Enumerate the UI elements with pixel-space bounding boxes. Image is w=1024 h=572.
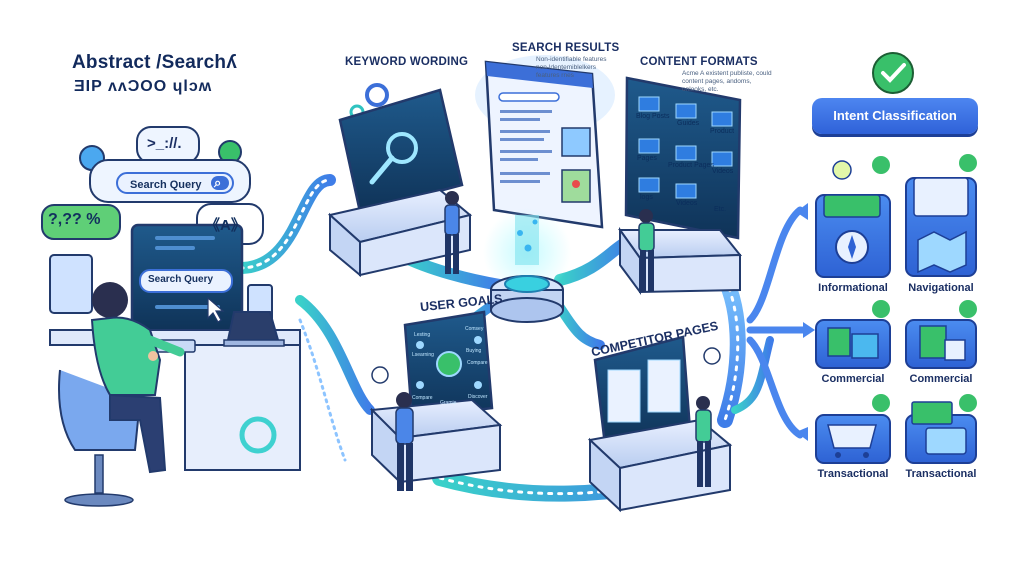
format-tile-label: Pages [637,155,657,162]
map-icon [917,230,967,274]
shopping-cart-icon [827,424,877,449]
check-icon [959,300,977,318]
intent-category-label: Navigational [908,282,974,294]
check-icon [872,394,890,412]
competitor-pages-station [587,335,733,513]
format-tile-label: Blog Posts [636,113,670,120]
search-results-caption: Non-identifiable features non-ldentemibl… [536,56,607,79]
format-tile-label: Product Pages [668,162,714,169]
content-formats-label: CONTENT FORMATS [640,56,758,68]
intent-card-transactional-2 [905,394,977,464]
goal-item: Discover [468,394,488,400]
check-icon [872,300,890,318]
goal-item: Gramie [440,400,457,406]
magnifier-icon [386,132,418,164]
lightbulb-icon [832,160,852,180]
credit-card-icon [925,427,967,455]
format-tile-label: Etc. [714,206,727,213]
check-icon [959,154,977,172]
format-tile-label: Product [710,128,735,135]
monitor-search-query: Search Query [148,274,214,285]
goal-item: Lsearning [412,352,434,358]
format-tile-label: Videos [712,168,734,175]
image-thumbnail-icon [561,127,591,157]
gear-icon [365,83,389,107]
intent-card-commercial-2 [905,300,977,369]
search-results-panel [475,55,615,323]
intent-category-label: Informational [818,282,888,294]
page-title: Abstract /Searchʎ [72,52,237,73]
code-bubble-text: >_://. [147,135,182,152]
goal-item: Buying [466,348,482,354]
money-icon [911,401,953,425]
intent-classification-button[interactable]: Intent Classification [812,98,978,134]
search-query-field[interactable]: Search Query [116,172,234,194]
goal-item: Compare [467,360,488,366]
ai-bubble-text: 《A》 [205,217,246,234]
search-icon[interactable] [211,172,229,194]
pipe-formats-down [712,262,746,428]
pipe-left-to-goals [295,295,375,415]
goal-item: Compare [412,395,433,401]
intent-arrows [746,203,815,441]
book-icon [823,194,881,218]
intent-grid [815,52,977,464]
cursor-icon [207,296,225,323]
intent-category-label: Transactional [905,468,977,480]
keyword-wording-station [327,83,473,278]
percent-tag-icon [944,339,966,361]
search-results-label: SEARCH RESULTS [512,42,620,54]
user-goals-station [369,310,503,491]
intent-card-commercial-1 [815,300,891,369]
shopping-bag-icon [827,327,851,357]
page-subtitle: ƎIP ʌʌƆOO ɥlɔʍ [74,78,213,95]
shopping-bag-icon [919,325,947,359]
goal-item: Comsey [465,326,484,332]
intent-card-transactional-1 [815,394,891,464]
user-desk-scene [49,223,301,507]
keyword-wording-label: KEYWORD WORDING [345,56,469,68]
glyph-bubble-text: ?,?? % [48,211,101,228]
target-icon [436,351,462,377]
intent-category-label: Commercial [909,373,973,385]
goal-item: Lesting [414,332,431,338]
format-tile-label: logs [640,194,653,201]
check-icon [872,156,890,174]
format-tile-label: Guides [677,120,700,127]
search-query-label: Search Query [130,179,202,191]
intent-card-informational [815,156,891,278]
content-formats-station [618,76,743,296]
pipe-competitor-right [731,336,774,414]
check-badge-icon [872,52,914,94]
intent-category-label: Transactional [817,468,889,480]
check-icon [959,394,977,412]
format-tile-label: Videos [676,200,698,207]
shopping-bag-icon [851,333,879,359]
intent-card-navigational [905,154,977,277]
intent-category-label: Commercial [821,373,885,385]
content-formats-caption: Acme A existent publiste, could content … [682,70,772,93]
